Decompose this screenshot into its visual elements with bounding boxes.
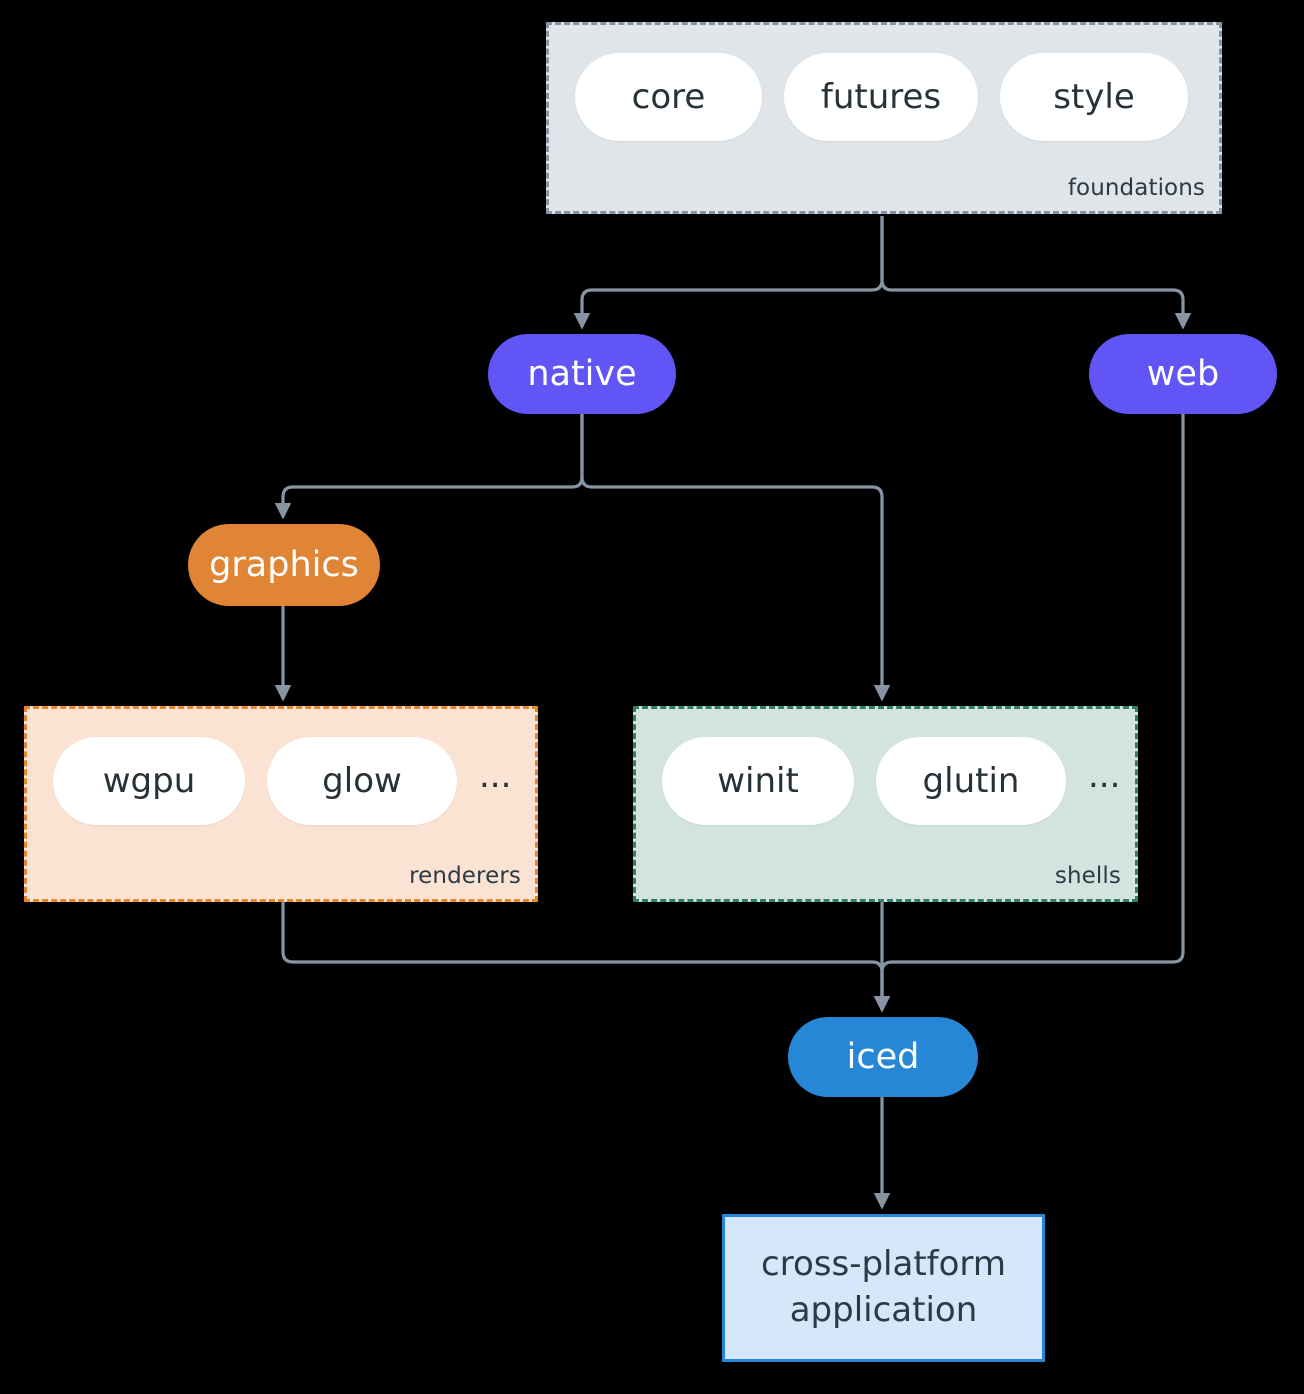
cluster-shells-items: winit glutin ...	[662, 737, 1120, 825]
node-futures[interactable]: futures	[784, 53, 978, 141]
edge-native-shells	[580, 414, 891, 702]
node-wgpu[interactable]: wgpu	[53, 737, 245, 825]
node-graphics[interactable]: graphics	[188, 524, 380, 606]
cluster-foundations-items: core futures style	[575, 53, 1188, 141]
cluster-renderers[interactable]: wgpu glow ... renderers	[24, 706, 538, 902]
cluster-renderers-label: renderers	[409, 863, 521, 889]
node-core[interactable]: core	[575, 53, 762, 141]
cluster-shells[interactable]: winit glutin ... shells	[633, 706, 1138, 902]
node-glutin[interactable]: glutin	[876, 737, 1066, 825]
cluster-foundations[interactable]: core futures style foundations	[546, 22, 1222, 214]
node-iced[interactable]: iced	[788, 1017, 978, 1097]
shells-more-ellipsis: ...	[1088, 755, 1121, 796]
node-native[interactable]: native	[488, 334, 676, 414]
application-label-line1: cross-platform	[761, 1244, 1006, 1285]
node-winit[interactable]: winit	[662, 737, 854, 825]
cluster-shells-label: shells	[1054, 863, 1121, 889]
application-label-line2: application	[789, 1290, 978, 1330]
renderers-more-ellipsis: ...	[479, 755, 512, 796]
edge-web-iced	[873, 414, 1185, 1013]
edge-foundations-web	[880, 216, 1192, 330]
cluster-foundations-label: foundations	[1067, 175, 1205, 201]
node-cross-platform-application[interactable]: cross-platform application	[722, 1214, 1045, 1362]
node-style[interactable]: style	[1000, 53, 1188, 141]
node-glow[interactable]: glow	[267, 737, 457, 825]
node-web[interactable]: web	[1089, 334, 1277, 414]
cluster-renderers-items: wgpu glow ...	[53, 737, 511, 825]
